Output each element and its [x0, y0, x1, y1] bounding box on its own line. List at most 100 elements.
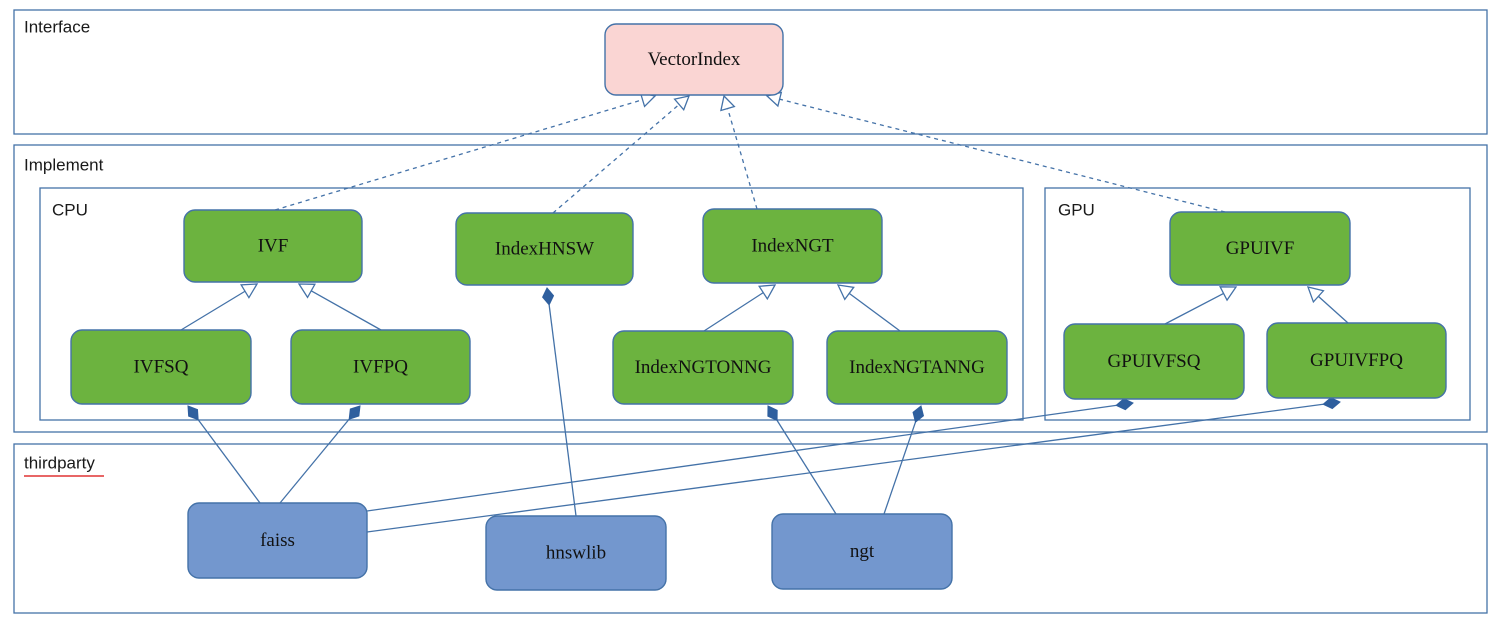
node-box-gpuivfsq[interactable] — [1063, 323, 1245, 400]
node-label-indexngtonng: IndexNGTONNG — [635, 357, 772, 378]
group-cpu: CPU — [39, 187, 1024, 421]
arrowhead-hollow-gpuivfsq-gpuivf — [1219, 286, 1238, 302]
edge-ngt-indexngtonng — [767, 405, 837, 515]
group-label-thirdparty: thirdparty — [24, 453, 95, 472]
group-border-cpu — [39, 187, 1024, 421]
edge-ivfsq-ivf — [180, 283, 259, 331]
diamond-ngt-indexngtanng — [912, 405, 925, 423]
edge-line-indexhnsw-vectorindex — [552, 103, 680, 214]
node-label-ivf: IVF — [258, 235, 289, 256]
edge-line-ngt-indexngtonng — [776, 420, 837, 515]
arrowhead-hollow-indexngtonng-indexngt — [758, 284, 777, 301]
edge-line-ivf-vectorindex — [274, 99, 643, 211]
node-indexngt[interactable]: IndexNGT — [702, 208, 883, 284]
edge-ngt-indexngtanng — [883, 405, 925, 515]
edge-gpuivfpq-gpuivf — [1306, 286, 1349, 324]
node-box-indexngtanng[interactable] — [826, 330, 1008, 405]
node-label-gpuivf: GPUIVF — [1226, 238, 1295, 259]
node-label-gpuivfpq: GPUIVFPQ — [1310, 350, 1403, 371]
node-box-indexngt[interactable] — [702, 208, 883, 284]
node-label-gpuivfsq: GPUIVFSQ — [1108, 351, 1201, 372]
group-border-thirdparty — [13, 443, 1488, 614]
edge-line-faiss-gpuivfsq — [366, 404, 1117, 512]
group-border-gpu — [1044, 187, 1471, 421]
node-label-ivfsq: IVFSQ — [134, 356, 189, 377]
diamond-faiss-ivfsq — [187, 405, 199, 421]
node-label-faiss: faiss — [260, 530, 295, 551]
diamond-faiss-gpuivfsq — [1115, 398, 1134, 411]
node-faiss[interactable]: faiss — [187, 502, 368, 579]
group-border-implement — [13, 144, 1488, 433]
node-box-ngt[interactable] — [771, 513, 953, 590]
diamond-ngt-indexngtonng — [767, 405, 778, 422]
node-box-ivfsq[interactable] — [70, 329, 252, 405]
diamond-faiss-ivfpq — [348, 405, 361, 420]
node-hnswlib[interactable]: hnswlib — [485, 515, 667, 591]
node-gpuivf[interactable]: GPUIVF — [1169, 211, 1351, 286]
edge-hnswlib-indexhnsw — [542, 287, 577, 517]
diamond-faiss-gpuivfpq — [1322, 397, 1341, 410]
node-label-ngt: ngt — [850, 541, 875, 562]
group-gpu: GPU — [1044, 187, 1471, 421]
edge-indexngt-vectorindex — [720, 94, 758, 210]
node-label-indexhnsw: IndexHNSW — [495, 238, 594, 259]
edge-indexhnsw-vectorindex — [552, 95, 691, 214]
node-box-faiss[interactable] — [187, 502, 368, 579]
edge-ivf-vectorindex — [274, 92, 657, 211]
node-box-gpuivf[interactable] — [1169, 211, 1351, 286]
arrowhead-hollow-ivfpq-ivf — [297, 283, 316, 299]
node-ivfsq[interactable]: IVFSQ — [70, 329, 252, 405]
node-ivf[interactable]: IVF — [183, 209, 363, 283]
group-interface: Interface — [13, 9, 1488, 135]
edge-line-faiss-ivfsq — [197, 419, 261, 504]
edge-line-gpuivfpq-gpuivf — [1317, 295, 1349, 324]
edge-line-ivfsq-ivf — [180, 290, 246, 331]
node-box-ivfpq[interactable] — [290, 329, 471, 405]
node-box-indexhnsw[interactable] — [455, 212, 634, 286]
node-vectorindex[interactable]: VectorIndex — [604, 23, 784, 96]
node-box-vectorindex[interactable] — [604, 23, 784, 96]
edge-gpuivf-vectorindex — [765, 91, 1226, 213]
node-label-indexngtanng: IndexNGTANNG — [849, 357, 985, 378]
edge-faiss-ivfpq — [279, 405, 361, 504]
edge-line-ivfpq-ivf — [310, 290, 382, 331]
arrowhead-hollow-indexhnsw-vectorindex — [673, 95, 691, 112]
diamond-hnswlib-indexhnsw — [542, 287, 555, 306]
edge-faiss-gpuivfpq — [366, 397, 1341, 533]
node-box-gpuivfpq[interactable] — [1266, 322, 1447, 399]
group-label-interface: Interface — [24, 17, 90, 36]
edges-layer — [180, 91, 1349, 533]
edge-ivfpq-ivf — [297, 283, 382, 331]
edge-line-indexngtonng-indexngt — [703, 292, 764, 332]
group-thirdparty: thirdparty — [13, 443, 1488, 614]
edge-gpuivfsq-gpuivf — [1164, 286, 1238, 325]
group-label-cpu: CPU — [52, 200, 88, 219]
group-implement: Implement — [13, 144, 1488, 433]
node-ivfpq[interactable]: IVFPQ — [290, 329, 471, 405]
node-box-indexngtonng[interactable] — [612, 330, 794, 405]
node-label-ivfpq: IVFPQ — [353, 356, 408, 377]
node-gpuivfpq[interactable]: GPUIVFPQ — [1266, 322, 1447, 399]
edge-line-faiss-ivfpq — [279, 418, 350, 504]
node-box-ivf[interactable] — [183, 209, 363, 283]
edge-faiss-gpuivfsq — [366, 398, 1134, 512]
edge-line-hnswlib-indexhnsw — [548, 304, 577, 517]
arrowhead-hollow-gpuivfpq-gpuivf — [1306, 286, 1325, 304]
edge-indexngtonng-indexngt — [703, 284, 777, 332]
node-label-hnswlib: hnswlib — [546, 542, 606, 563]
group-label-implement: Implement — [24, 155, 104, 174]
node-gpuivfsq[interactable]: GPUIVFSQ — [1063, 323, 1245, 400]
node-indexhnsw[interactable]: IndexHNSW — [455, 212, 634, 286]
node-label-indexngt: IndexNGT — [751, 235, 834, 256]
group-border-interface — [13, 9, 1488, 135]
node-indexngtanng[interactable]: IndexNGTANNG — [826, 330, 1008, 405]
node-indexngtonng[interactable]: IndexNGTONNG — [612, 330, 794, 405]
node-ngt[interactable]: ngt — [771, 513, 953, 590]
edge-indexngtanng-indexngt — [836, 284, 901, 332]
arrowhead-hollow-indexngt-vectorindex — [720, 94, 736, 112]
edge-line-indexngt-vectorindex — [727, 108, 758, 210]
node-box-hnswlib[interactable] — [485, 515, 667, 591]
